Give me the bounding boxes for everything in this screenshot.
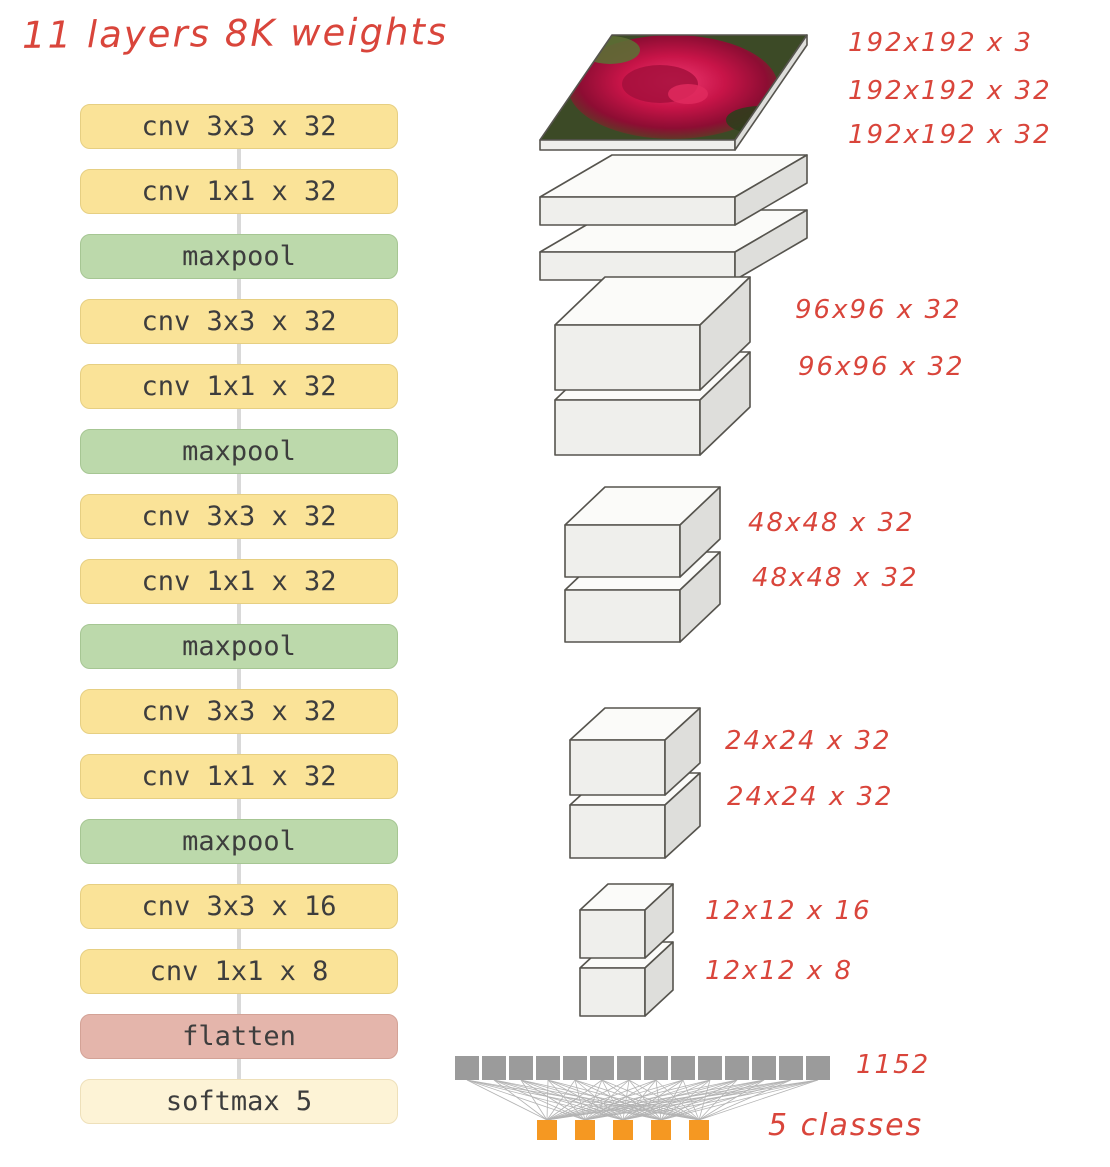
feature-map-annotation: 192x192 x 3 bbox=[848, 28, 1034, 58]
class-unit-square bbox=[537, 1120, 557, 1140]
feature-map-annotation: 96x96 x 32 bbox=[798, 352, 965, 382]
layer-box: cnv 1x1 x 32 bbox=[80, 559, 398, 604]
layer-label: maxpool bbox=[182, 631, 296, 662]
class-unit-square bbox=[689, 1120, 709, 1140]
flatten-unit-square bbox=[644, 1056, 668, 1080]
layer-label: cnv 1x1 x 8 bbox=[149, 956, 329, 987]
flatten-unit-square bbox=[509, 1056, 533, 1080]
layer-label: maxpool bbox=[182, 826, 296, 857]
layer-connector-line bbox=[237, 114, 241, 1114]
layer-label: softmax 5 bbox=[165, 1086, 313, 1117]
flatten-unit-square bbox=[455, 1056, 479, 1080]
layer-box: cnv 3x3 x 16 bbox=[80, 884, 398, 929]
flatten-unit-square bbox=[482, 1056, 506, 1080]
flatten-unit-square bbox=[563, 1056, 587, 1080]
feature-map-stack-12 bbox=[579, 883, 674, 1017]
fully-connected-units bbox=[455, 1056, 830, 1140]
layer-box: cnv 1x1 x 32 bbox=[80, 754, 398, 799]
flatten-unit-square bbox=[536, 1056, 560, 1080]
class-unit-square bbox=[651, 1120, 671, 1140]
feature-map-annotation: 96x96 x 32 bbox=[795, 295, 962, 325]
layer-box: cnv 3x3 x 32 bbox=[80, 104, 398, 149]
feature-map-annotation: 192x192 x 32 bbox=[848, 120, 1052, 150]
layer-label: cnv 1x1 x 32 bbox=[141, 761, 337, 792]
layer-label: maxpool bbox=[182, 436, 296, 467]
layer-box: maxpool bbox=[80, 624, 398, 669]
flatten-unit-square bbox=[671, 1056, 695, 1080]
feature-map-annotation: 12x12 x 16 bbox=[705, 896, 872, 926]
flatten-unit-square bbox=[806, 1056, 830, 1080]
feature-map-annotation: 24x24 x 32 bbox=[727, 782, 894, 812]
input-image-rose bbox=[539, 34, 808, 151]
class-unit-square bbox=[575, 1120, 595, 1140]
feature-map-stack-192 bbox=[539, 34, 808, 281]
layer-label: flatten bbox=[182, 1021, 296, 1052]
layer-box: maxpool bbox=[80, 234, 398, 279]
layer-label: cnv 1x1 x 32 bbox=[141, 371, 337, 402]
layer-box: maxpool bbox=[80, 429, 398, 474]
feature-map-annotation: 48x48 x 32 bbox=[748, 508, 915, 538]
layer-label: cnv 1x1 x 32 bbox=[141, 176, 337, 207]
layer-box: flatten bbox=[80, 1014, 398, 1059]
flatten-unit-square bbox=[779, 1056, 803, 1080]
feature-map-annotation: 48x48 x 32 bbox=[752, 563, 919, 593]
classes-annotation: 5 classes bbox=[768, 1108, 924, 1143]
layer-label: cnv 1x1 x 32 bbox=[141, 566, 337, 597]
feature-map-stack-96 bbox=[554, 276, 751, 456]
class-unit-square bbox=[613, 1120, 633, 1140]
flatten-unit-square bbox=[590, 1056, 614, 1080]
feature-map-stack-24 bbox=[569, 707, 701, 859]
fully-connected-lines bbox=[466, 1079, 819, 1121]
feature-map-annotation: 24x24 x 32 bbox=[725, 726, 892, 756]
layer-label: cnv 3x3 x 32 bbox=[141, 111, 337, 142]
layer-label: cnv 3x3 x 32 bbox=[141, 696, 337, 727]
layer-box: softmax 5 bbox=[80, 1079, 398, 1124]
layer-label: cnv 3x3 x 16 bbox=[141, 891, 337, 922]
layer-label: maxpool bbox=[182, 241, 296, 272]
layer-box: cnv 3x3 x 32 bbox=[80, 689, 398, 734]
feature-map-stack-48 bbox=[564, 486, 721, 643]
layer-label: cnv 3x3 x 32 bbox=[141, 501, 337, 532]
flatten-unit-square bbox=[725, 1056, 749, 1080]
feature-map-annotation: 192x192 x 32 bbox=[848, 76, 1052, 106]
layer-box: cnv 1x1 x 32 bbox=[80, 364, 398, 409]
layer-box: cnv 1x1 x 32 bbox=[80, 169, 398, 214]
flatten-count-annotation: 1152 bbox=[856, 1050, 931, 1080]
feature-map-annotation: 12x12 x 8 bbox=[705, 956, 854, 986]
flatten-unit-square bbox=[698, 1056, 722, 1080]
flatten-unit-square bbox=[617, 1056, 641, 1080]
layer-label: cnv 3x3 x 32 bbox=[141, 306, 337, 337]
layer-box: cnv 3x3 x 32 bbox=[80, 494, 398, 539]
layer-stack: cnv 3x3 x 32 cnv 1x1 x 32 maxpool cnv 3x… bbox=[80, 104, 398, 1124]
layer-box: cnv 3x3 x 32 bbox=[80, 299, 398, 344]
layer-box: cnv 1x1 x 8 bbox=[80, 949, 398, 994]
flatten-unit-square bbox=[752, 1056, 776, 1080]
layer-box: maxpool bbox=[80, 819, 398, 864]
